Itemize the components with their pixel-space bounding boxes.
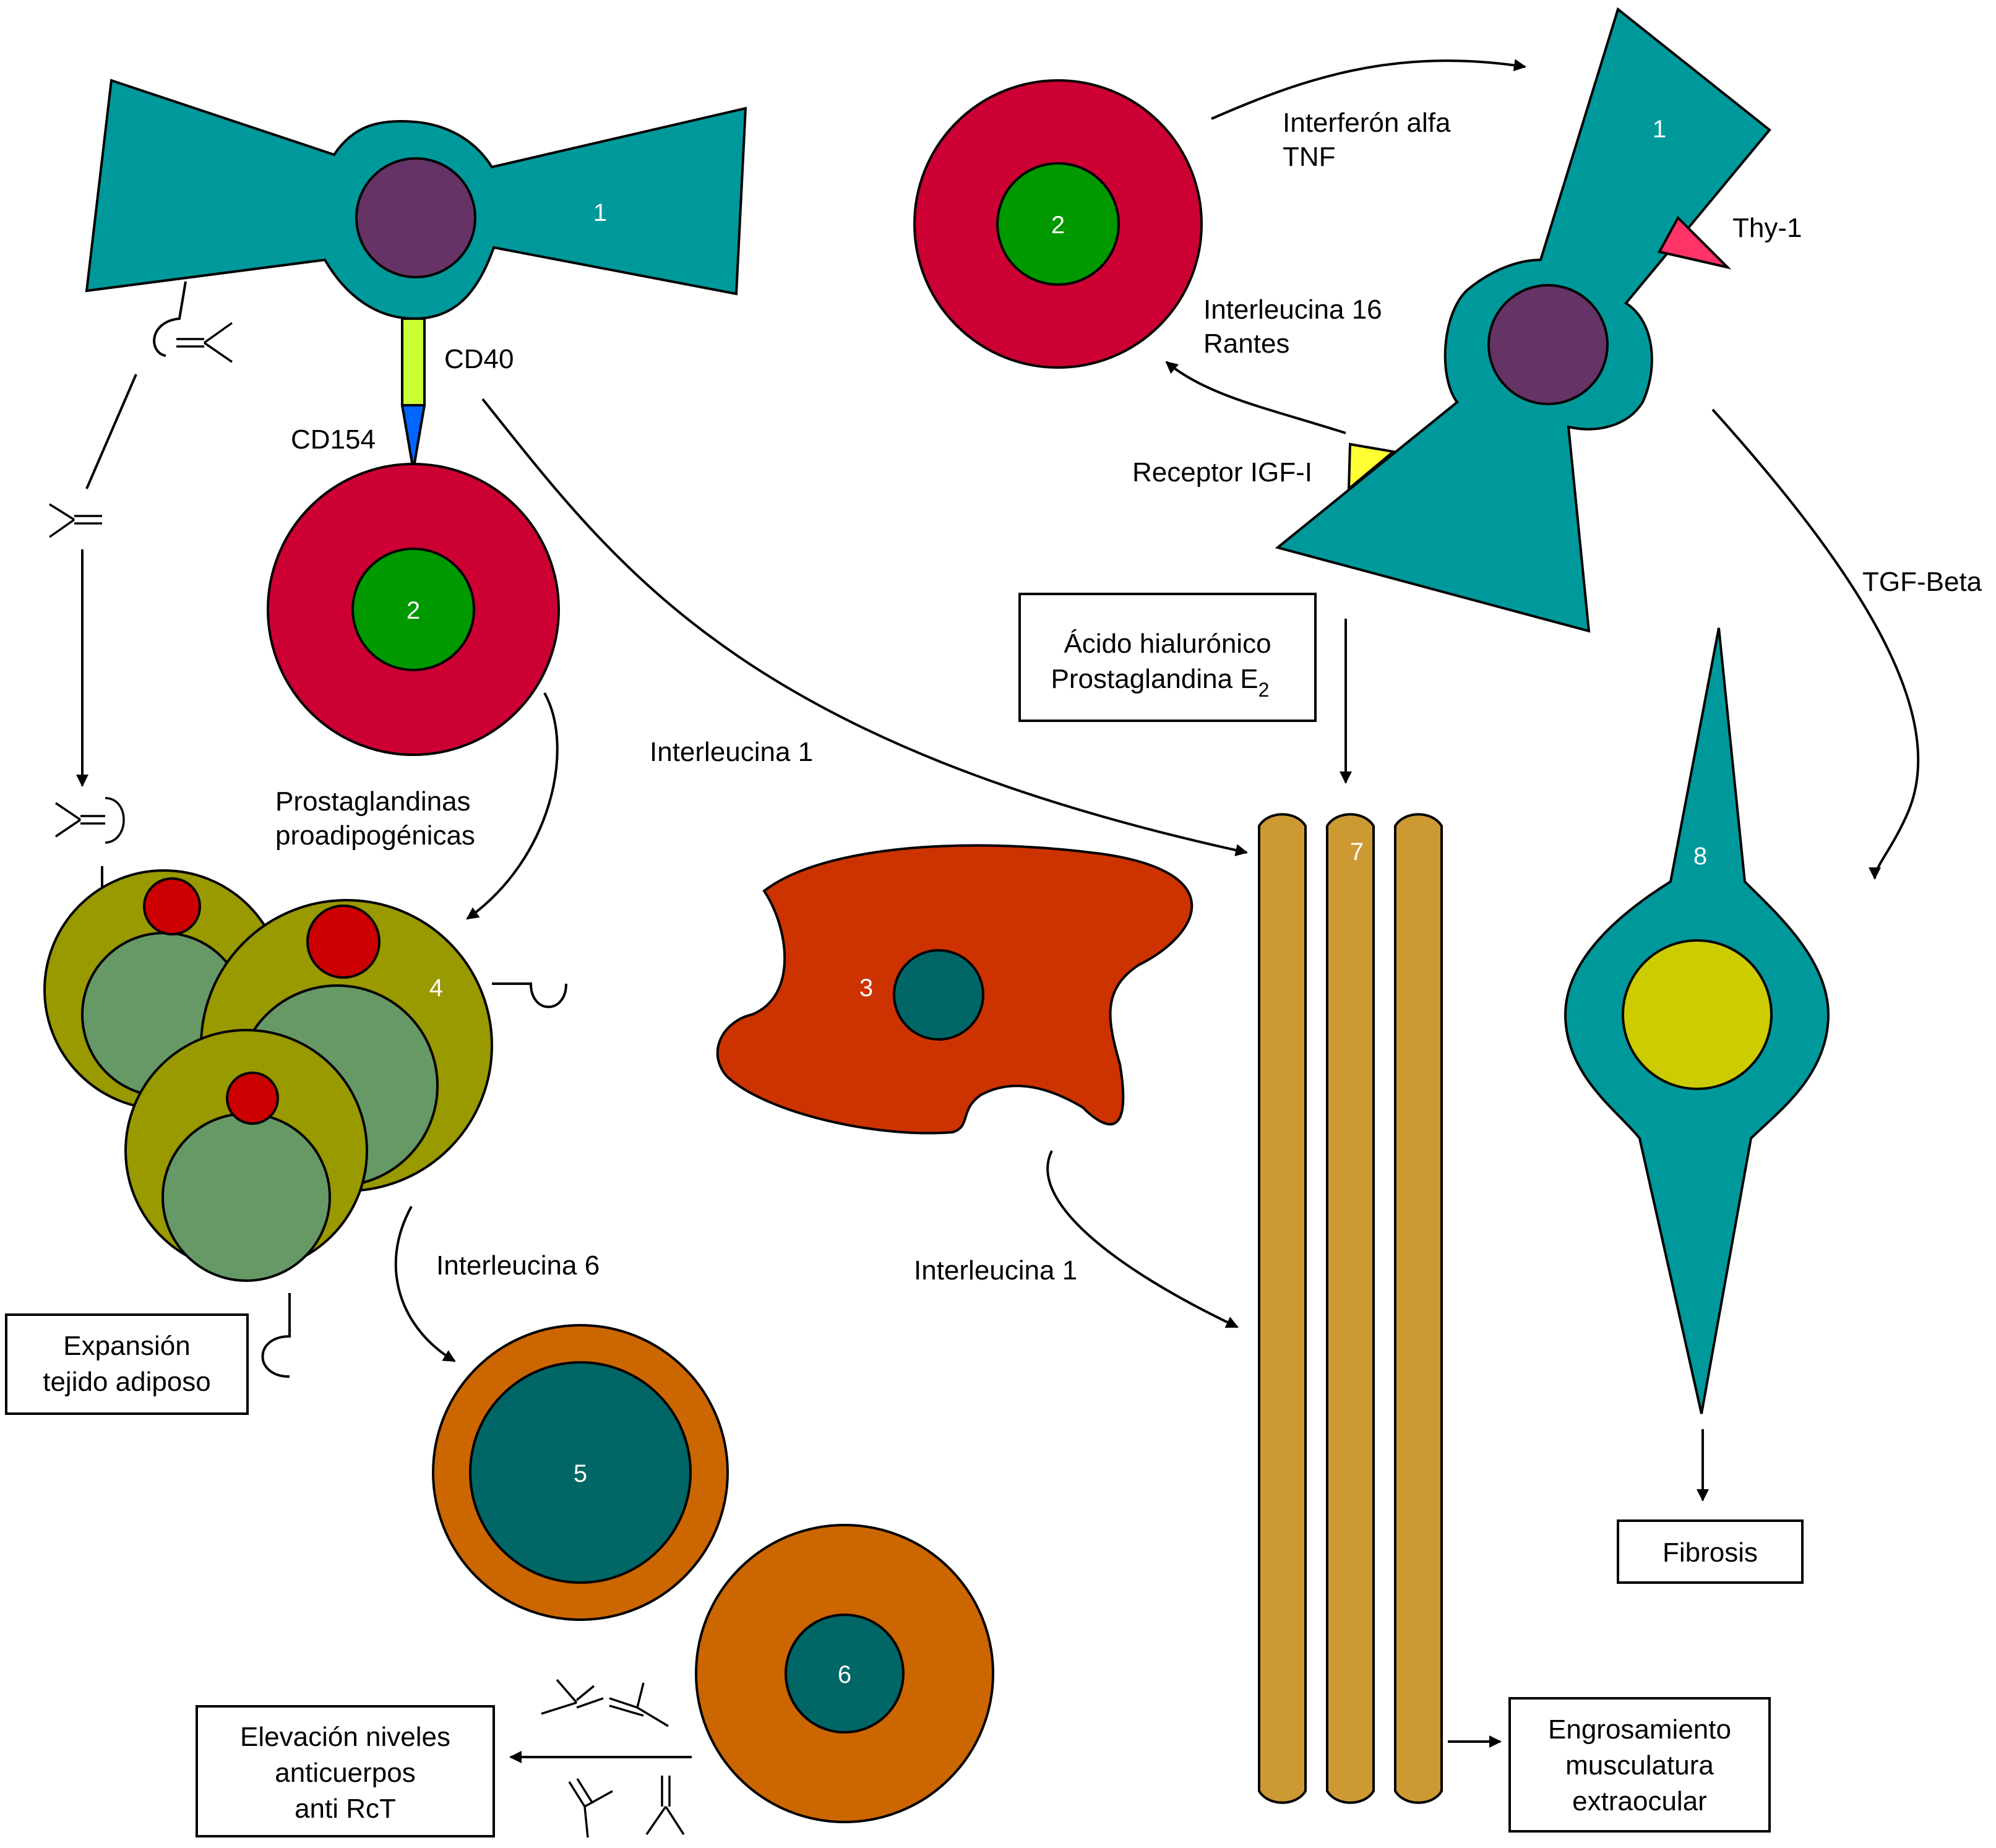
interleukin16-arrow — [1165, 361, 1346, 434]
adipocyte-cluster: 4 — [43, 869, 493, 1282]
tgf-beta-label: TGF-Beta — [1862, 567, 1982, 597]
igf-receptor-label: Receptor IGF-I — [1132, 457, 1312, 488]
fibroblast-left-nucleus — [355, 157, 476, 278]
antibody-free-2 — [609, 1682, 669, 1727]
adipocyte-back-left-droplet — [143, 877, 201, 935]
tgf-beta-arrow — [1711, 408, 1920, 880]
plasma-cell-nucleus — [785, 1614, 905, 1734]
muscle-thickening-line2: musculatura — [1565, 1750, 1714, 1781]
myofibroblast: 8 — [1564, 627, 1830, 1414]
antibody-path-line — [85, 374, 137, 489]
hyaluronic-subscript: 2 — [1258, 679, 1270, 701]
adipocyte-number: 4 — [429, 974, 443, 1002]
muscle-thickening-box — [1508, 1697, 1771, 1833]
thy1-label: Thy-1 — [1732, 213, 1802, 243]
muscle-number: 7 — [1350, 838, 1364, 866]
antibody-elevation-line1: Elevación niveles — [240, 1722, 450, 1752]
b-cell: 5 — [432, 1324, 729, 1621]
cd154-ligand — [400, 404, 426, 471]
adipose-expansion-line2: tejido adiposo — [43, 1367, 211, 1397]
antibody-bound-left — [176, 322, 233, 363]
lymphocyte-left: 2 — [267, 463, 560, 756]
interleukin1-bottom-label: Interleucina 1 — [914, 1255, 1077, 1286]
extraocular-muscle: 7 — [1258, 813, 1443, 1804]
macrophage-nucleus — [893, 949, 984, 1041]
cd154-label: CD154 — [291, 424, 376, 455]
hyaluronic-box — [1018, 593, 1317, 722]
myofibroblast-number: 8 — [1693, 843, 1707, 870]
adipocyte-front-droplet — [226, 1072, 279, 1125]
hyaluronic-line2: Prostaglandina E2 — [1051, 664, 1270, 701]
lymphocyte-right-nucleus — [996, 162, 1120, 286]
lymphocyte-left-nucleus — [351, 548, 475, 671]
myofibroblast-nucleus — [1622, 939, 1773, 1090]
fibroblast-left-antibody-receptor — [153, 281, 187, 357]
fibrosis-label: Fibrosis — [1663, 1537, 1758, 1568]
interleukin1-top-label: Interleucina 1 — [650, 737, 813, 767]
adipocyte-receptor-bottom — [261, 1293, 291, 1378]
interferon-label-line1: Interferón alfa — [1283, 108, 1451, 138]
interleukin6-label: Interleucina 6 — [436, 1250, 600, 1281]
macrophage-number: 3 — [859, 974, 873, 1002]
interferon-arrow — [1211, 59, 1526, 120]
cd40-receptor — [401, 317, 426, 406]
cd40-label: CD40 — [444, 344, 514, 374]
adipose-expansion-box — [5, 1313, 249, 1415]
fibrosis-box — [1617, 1519, 1804, 1584]
antibody-free-1 — [541, 1678, 604, 1715]
prostaglandins-label-line1: Prostaglandinas — [275, 786, 471, 817]
antibody-bound-adipocyte — [55, 797, 125, 844]
hyaluronic-line1: Ácido hialurónico — [1064, 629, 1271, 659]
muscle-fiber-2 — [1326, 813, 1375, 1804]
interleukin6-arrow — [394, 1206, 456, 1362]
fibroblast-right: 1 — [1275, 7, 1771, 633]
prostaglandin-arrow — [466, 692, 559, 920]
muscle-fiber-3 — [1394, 813, 1443, 1804]
lymphocyte-right: 2 — [913, 79, 1203, 369]
muscle-fiber-1 — [1258, 813, 1307, 1804]
antibody-elevation-line2: anticuerpos — [275, 1758, 415, 1788]
thy1-marker — [1657, 215, 1732, 270]
b-cell-nucleus — [469, 1361, 692, 1584]
cd40-to-muscle-arrow — [481, 398, 1248, 856]
b-cell-number: 5 — [574, 1460, 587, 1487]
plasma-cell: 6 — [695, 1524, 994, 1823]
macrophage: 3 — [716, 844, 1194, 1135]
igf-receptor-marker — [1347, 442, 1396, 492]
interleukin1-bottom-arrow — [1046, 1150, 1239, 1328]
interferon-label-line2: TNF — [1283, 142, 1336, 172]
antibody-elevation-line3: anti RcT — [295, 1794, 396, 1824]
fibroblast-left: 1 — [85, 79, 747, 320]
antibody-free-4 — [645, 1776, 685, 1835]
antibody-elevation-box — [196, 1705, 495, 1837]
adipocyte-right-droplet — [306, 905, 381, 979]
muscle-thickening-line3: extraocular — [1572, 1786, 1707, 1816]
muscle-thickening-line1: Engrosamiento — [1548, 1714, 1731, 1745]
fibroblast-right-number: 1 — [1653, 116, 1666, 143]
antibody-free-3 — [568, 1778, 613, 1838]
fibroblast-right-nucleus — [1487, 284, 1609, 405]
prostaglandins-label-line2: proadipogénicas — [275, 820, 475, 851]
adipose-expansion-line1: Expansión — [63, 1331, 190, 1361]
lymphocyte-right-number: 2 — [1051, 212, 1065, 239]
plasma-cell-number: 6 — [838, 1661, 851, 1688]
lymphocyte-left-number: 2 — [407, 597, 420, 624]
fibroblast-left-number: 1 — [593, 199, 607, 226]
antibody-free-left — [48, 503, 102, 538]
interleukin16-label-line1: Interleucina 16 — [1203, 294, 1382, 325]
adipocyte-receptor-right — [492, 982, 567, 1008]
adipocyte-front-vacuole — [161, 1112, 331, 1282]
interleukin16-label-line2: Rantes — [1203, 329, 1289, 359]
